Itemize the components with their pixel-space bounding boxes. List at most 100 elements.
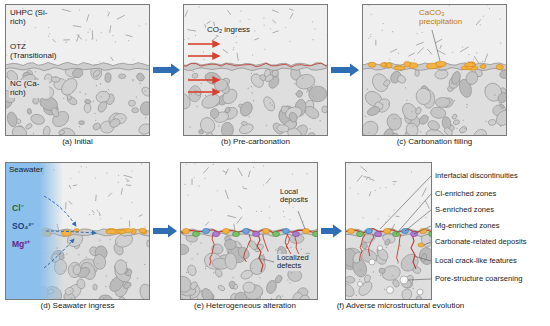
steel-fiber: [395, 216, 399, 218]
aggregate: [418, 113, 430, 126]
sand-grain: [144, 264, 145, 265]
fine-particle: [112, 35, 113, 36]
steel-fiber: [272, 10, 279, 13]
aggregate: [92, 69, 101, 79]
fine-particle: [306, 173, 307, 174]
steel-fiber: [63, 39, 70, 40]
aggregate: [180, 244, 189, 255]
aggregate: [240, 269, 254, 281]
steel-fiber: [476, 20, 481, 26]
fine-particle: [240, 21, 241, 22]
steel-fiber: [203, 167, 208, 173]
sand-grain: [367, 89, 368, 90]
steel-fiber: [272, 20, 276, 23]
alteration-zone: [283, 228, 290, 233]
fine-particle: [382, 30, 383, 31]
aggregate: [415, 106, 422, 115]
sand-grain: [79, 91, 80, 92]
sand-grain: [484, 87, 485, 88]
fine-particle: [128, 40, 129, 41]
fine-particle: [366, 179, 367, 180]
aggregate: [122, 281, 132, 290]
otz-band: [345, 228, 432, 236]
sand-grain: [196, 106, 197, 107]
aggregate: [25, 123, 33, 130]
sand-grain: [40, 104, 41, 105]
coarse-pore: [417, 289, 423, 295]
sand-grain: [193, 71, 194, 72]
aggregate: [464, 70, 479, 86]
steel-fiber: [92, 31, 94, 40]
sand-grain: [205, 266, 206, 267]
caco3-deposit: [464, 63, 475, 67]
nc-layer: [180, 232, 318, 300]
fine-particle: [383, 23, 384, 24]
aggregate: [114, 259, 127, 275]
sand-grain: [108, 89, 109, 90]
fine-particle: [89, 214, 90, 215]
sand-grain: [112, 279, 113, 280]
caco3-deposit: [436, 61, 446, 66]
sand-grain: [287, 279, 288, 280]
fine-particle: [252, 54, 253, 55]
sand-grain: [272, 78, 273, 79]
fine-particle: [263, 165, 264, 166]
uhpc-layer: [180, 162, 318, 232]
aggregate: [58, 129, 65, 135]
fine-particle: [205, 178, 206, 179]
callout-label: Cl-enriched zones: [434, 190, 497, 198]
fine-particle: [483, 16, 484, 17]
crack: [244, 234, 251, 262]
fine-particle: [86, 166, 87, 167]
aggregate: [128, 100, 135, 106]
steel-fiber: [440, 45, 442, 49]
fine-particle: [312, 21, 313, 22]
crack: [210, 234, 215, 265]
sand-grain: [295, 93, 296, 94]
fine-particle: [370, 36, 371, 37]
steel-fiber: [227, 215, 236, 217]
otz-band: [362, 63, 507, 71]
uhpc-layer: [183, 4, 328, 66]
sand-grain: [101, 96, 102, 97]
aggregate: [370, 71, 391, 94]
sand-grain: [205, 95, 206, 96]
steel-fiber: [273, 31, 279, 33]
nc-layer: [183, 66, 328, 136]
sand-grain: [485, 121, 486, 122]
caco3-deposit: [386, 63, 392, 68]
fine-particle: [118, 175, 119, 176]
fine-particle: [70, 178, 71, 179]
aggregate: [138, 283, 150, 300]
sand-grain: [66, 253, 67, 254]
ion-ingress-arrow: [44, 239, 74, 268]
fine-particle: [430, 52, 431, 53]
steel-fiber: [408, 53, 414, 56]
sand-grain: [117, 243, 118, 244]
caco3-deposit: [139, 228, 146, 232]
steel-fiber: [108, 193, 112, 197]
caco3-deposit: [118, 230, 126, 234]
sand-grain: [289, 282, 290, 283]
aggregate: [382, 79, 391, 88]
fine-particle: [187, 194, 188, 195]
alteration-zone: [213, 231, 220, 236]
aggregate: [366, 105, 381, 117]
steel-fiber: [393, 181, 397, 182]
sand-grain: [397, 262, 398, 263]
sand-grain: [468, 92, 469, 93]
sand-grain: [147, 240, 148, 241]
steel-fiber: [212, 36, 218, 41]
aggregate: [224, 252, 237, 269]
sand-grain: [464, 128, 465, 129]
fine-particle: [394, 209, 395, 210]
sand-grain: [249, 116, 250, 117]
uhpc-layer: [345, 162, 432, 232]
fine-particle: [256, 211, 257, 212]
fine-particle: [203, 59, 204, 60]
aggregate: [51, 76, 60, 82]
steel-fiber: [254, 38, 258, 40]
steel-fiber: [87, 14, 89, 21]
aggregate: [43, 126, 51, 136]
